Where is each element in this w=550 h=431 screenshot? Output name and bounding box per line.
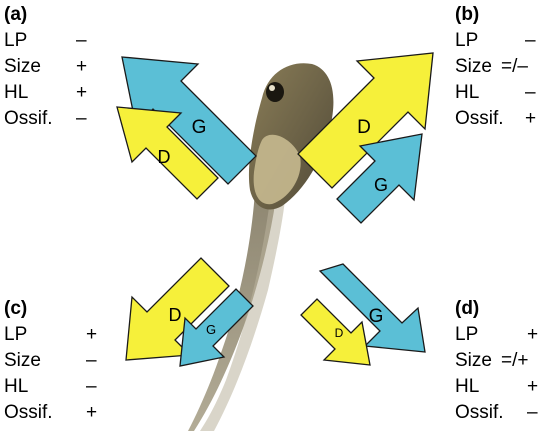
panel-d-row-lp: LP+ — [455, 322, 538, 348]
panel-c-label: (c) — [4, 296, 97, 322]
var-label: LP — [455, 28, 525, 54]
var-label: Ossif. — [4, 106, 76, 132]
sign-value: – — [86, 348, 97, 374]
arrow-a-d-label: D — [158, 147, 171, 167]
panel-c-row-lp: LP+ — [4, 322, 97, 348]
sign-value: – — [525, 80, 536, 106]
sign-value: + — [86, 400, 97, 426]
panel-a-row-ossif: Ossif.– — [4, 106, 87, 132]
sign-value: + — [527, 374, 538, 400]
panel-a-row-size: Size+ — [4, 54, 87, 80]
arrow-c-d-label: D — [169, 305, 182, 325]
var-label: Ossif. — [455, 106, 525, 132]
arrow-b-g-label: G — [374, 175, 388, 195]
panel-b-row-ossif: Ossif.+ — [455, 106, 536, 132]
var-label: HL — [455, 80, 525, 106]
var-label: LP — [4, 322, 86, 348]
arrow-b-d-label: D — [357, 117, 371, 138]
sign-value: + — [76, 54, 87, 80]
panel-c: (c) LP+ Size– HL– Ossif.+ — [4, 296, 97, 426]
sign-value: – — [76, 28, 87, 54]
sign-value: – — [525, 28, 536, 54]
var-label: LP — [455, 322, 527, 348]
panel-c-row-hl: HL– — [4, 374, 97, 400]
tadpole-eye — [266, 82, 284, 102]
panel-b-row-size: Size=/– — [455, 54, 536, 80]
var-label: HL — [4, 374, 86, 400]
tadpole-eye-highlight — [269, 85, 275, 91]
panel-d-row-ossif: Ossif.– — [455, 400, 538, 426]
var-label: Size — [4, 54, 76, 80]
panel-c-row-size: Size– — [4, 348, 97, 374]
sign-value: + — [76, 80, 87, 106]
panel-d: (d) LP+ Size=/+ HL+ Ossif.– — [455, 296, 538, 426]
panel-b-row-lp: LP– — [455, 28, 536, 54]
panel-d-row-size: Size=/+ — [455, 348, 538, 374]
sign-value: =/+ — [501, 348, 528, 374]
panel-a: (a) LP– Size+ HL+ Ossif.– — [4, 2, 87, 132]
arrow-d-g-label: G — [369, 306, 384, 327]
var-label: Ossif. — [455, 400, 527, 426]
var-label: Size — [455, 54, 501, 80]
panel-a-row-lp: LP– — [4, 28, 87, 54]
var-label: LP — [4, 28, 76, 54]
arrow-d-d-label: D — [335, 326, 344, 340]
panel-a-row-hl: HL+ — [4, 80, 87, 106]
var-label: Ossif. — [4, 400, 86, 426]
panel-b: (b) LP– Size=/– HL– Ossif.+ — [455, 2, 536, 132]
panel-b-row-hl: HL– — [455, 80, 536, 106]
sign-value: =/– — [501, 54, 528, 80]
panel-c-row-ossif: Ossif.+ — [4, 400, 97, 426]
var-label: Size — [455, 348, 501, 374]
panel-a-label: (a) — [4, 2, 87, 28]
panel-d-row-hl: HL+ — [455, 374, 538, 400]
panel-d-label: (d) — [455, 296, 538, 322]
sign-value: + — [527, 322, 538, 348]
var-label: HL — [4, 80, 76, 106]
sign-value: – — [76, 106, 87, 132]
sign-value: + — [86, 322, 97, 348]
var-label: HL — [455, 374, 527, 400]
panel-b-label: (b) — [455, 2, 536, 28]
sign-value: + — [525, 106, 536, 132]
sign-value: – — [527, 400, 538, 426]
var-label: Size — [4, 348, 86, 374]
sign-value: – — [86, 374, 97, 400]
arrow-c-g-label: G — [206, 322, 216, 337]
arrow-a-g-label: G — [192, 117, 207, 138]
